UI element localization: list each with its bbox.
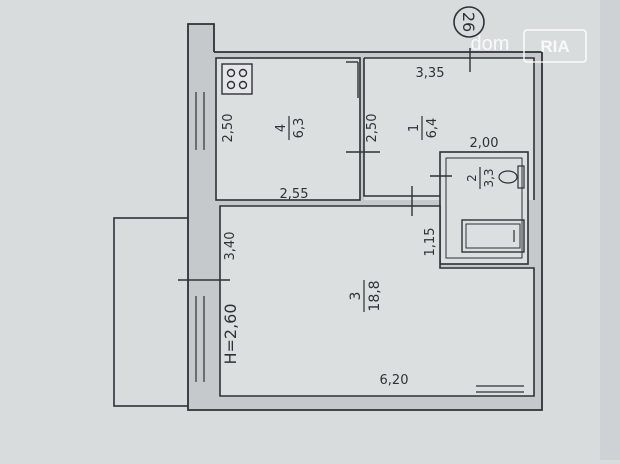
building-number: 26 (459, 12, 478, 32)
door-marks (178, 48, 471, 281)
hall-inner-walls (363, 58, 440, 197)
room-label-2: 2 3,3 (465, 167, 496, 189)
room-label-3: 3 18,8 (348, 280, 383, 312)
room-area: 18,8 (367, 280, 383, 311)
exterior-wall-left (194, 52, 214, 404)
room-area: 3,3 (482, 168, 496, 187)
room-area: 6,3 (292, 118, 307, 139)
building-number-badge: 26 (453, 6, 485, 38)
room-number: 3 (348, 292, 364, 301)
dim-living-height: 3,40 (223, 232, 238, 261)
dim-bath-width: 2,00 (470, 136, 499, 151)
toilet-icon (498, 165, 525, 189)
windows (195, 92, 524, 393)
dim-kitchen-inner: 2,50 (365, 114, 380, 143)
dim-kitchen-width: 2,55 (280, 187, 309, 202)
dim-bath-depth: 1,15 (423, 228, 438, 257)
room-3-living (219, 205, 535, 397)
paper-edge (600, 0, 620, 460)
bathroom-inner-wall (445, 157, 523, 259)
dim-hall-length: 3,35 (416, 66, 445, 81)
dim-living-width: 6,20 (380, 373, 409, 388)
room-label-4: 4 6,3 (274, 116, 307, 140)
room-2-bathroom (439, 151, 529, 265)
hall-outer-walls (364, 57, 535, 200)
dim-kitchen-height: 2,50 (221, 114, 236, 143)
watermark-logo-frame (523, 29, 587, 63)
ceiling-height: H=2,60 (221, 303, 240, 364)
bathtub-icon (461, 219, 525, 253)
room-number: 1 (407, 124, 422, 132)
room-area: 6,4 (425, 118, 440, 139)
room-number: 2 (465, 174, 479, 182)
room-number: 4 (274, 124, 289, 132)
watermark-brand: RIA (540, 37, 569, 56)
room-label-1: 1 6,4 (407, 116, 440, 140)
stove-icon (221, 63, 253, 95)
watermark-domain: dom (471, 33, 510, 55)
watermark: dom RIA (471, 29, 587, 63)
